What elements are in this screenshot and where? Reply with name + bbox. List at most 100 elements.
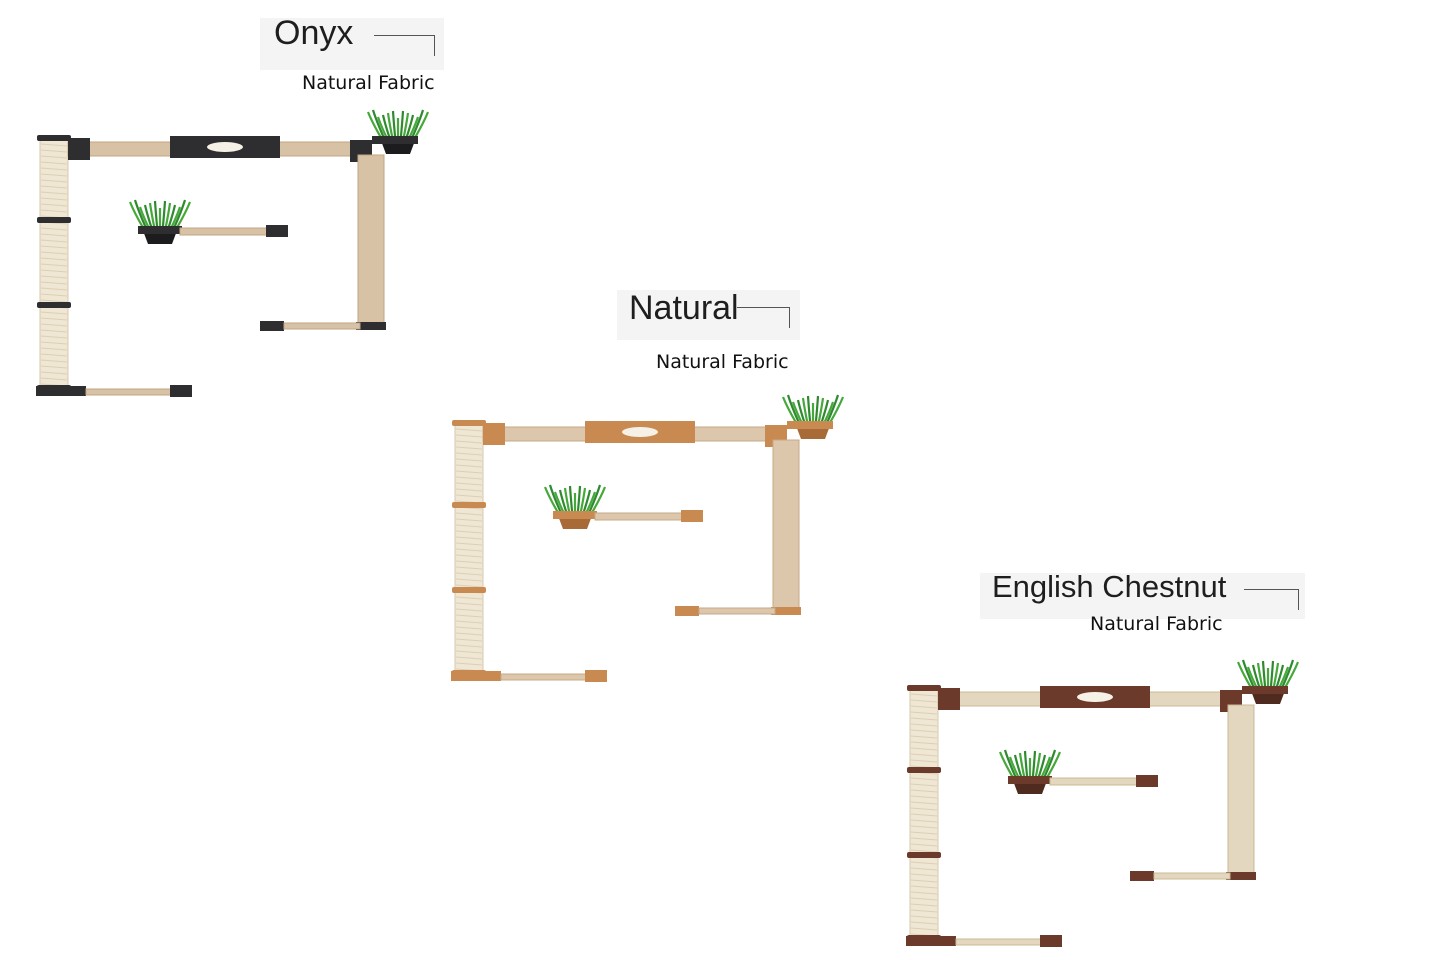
sisal-wrap [455, 446, 483, 450]
sisal-wrap [910, 699, 938, 703]
sisal-wrap [455, 548, 483, 552]
variant-title: Natural [629, 289, 739, 327]
sisal-wrap [40, 191, 68, 195]
sisal-wrap [40, 203, 68, 207]
grass-blade [1246, 666, 1258, 689]
label-background [617, 290, 800, 340]
grass-blade [1040, 756, 1052, 779]
grass-blade [582, 489, 592, 514]
sisal-wrap [455, 560, 483, 564]
platform-hole [1077, 692, 1113, 702]
grass-blade [576, 485, 582, 514]
sisal-wrap [40, 239, 68, 243]
sisal-wrap [40, 167, 68, 171]
sisal-wrap [40, 299, 68, 303]
sisal-wrap [40, 233, 68, 237]
planter-shelf [553, 511, 597, 519]
sisal-wrap [40, 185, 68, 189]
sisal-wrap [910, 801, 938, 805]
grass-blade [1256, 662, 1264, 689]
grass-planter [128, 199, 192, 244]
grass-blade [801, 397, 809, 424]
label-background [260, 18, 444, 70]
post-ring [452, 587, 486, 593]
sisal-wrap [455, 572, 483, 576]
sisal-wrap [40, 323, 68, 327]
sisal-wrap [455, 644, 483, 648]
variant-title: English Chestnut [992, 569, 1227, 604]
grass-planter [366, 109, 430, 154]
grass-blade [568, 485, 574, 514]
sisal-wrap [455, 656, 483, 660]
lower-bridge-fabric [698, 607, 776, 615]
variant-onyx: Onyx Natural Fabric [0, 0, 444, 440]
bridge-bracket [68, 138, 90, 160]
sisal-wrap [40, 251, 68, 255]
grass-blade [791, 401, 803, 424]
sisal-wrap [910, 909, 938, 913]
bracket [1136, 775, 1158, 787]
bracket [585, 670, 607, 682]
planter-shelf [372, 136, 418, 144]
grass-blade [781, 396, 798, 424]
sisal-wrap [910, 825, 938, 829]
grass-blade [1018, 752, 1026, 779]
sisal-wrap [910, 843, 938, 847]
grass-blade [817, 397, 825, 424]
bracket [260, 321, 284, 331]
grass-blade [381, 114, 391, 139]
sisal-wrap [40, 377, 68, 381]
planter-shelf [138, 226, 182, 234]
sisal-wrap [910, 849, 938, 853]
grass-blade [391, 110, 397, 139]
sisal-wrap [910, 795, 938, 799]
grass-blade [1275, 664, 1285, 689]
sisal-wrap [455, 476, 483, 480]
sisal-wrap [455, 428, 483, 432]
sisal-wrap [910, 813, 938, 817]
sisal-wrap [910, 807, 938, 811]
sisal-wrap [40, 209, 68, 213]
grass-blade [786, 394, 801, 424]
sisal-wrap [455, 602, 483, 606]
sisal-wrap [910, 837, 938, 841]
grass-planter [543, 484, 607, 529]
grass-blade [1236, 661, 1253, 689]
sisal-wrap [910, 927, 938, 931]
sisal-wrap [40, 173, 68, 177]
sisal-wrap [910, 777, 938, 781]
sisal-wrap [40, 335, 68, 339]
grass-blade [825, 394, 840, 424]
sisal-wrap [910, 705, 938, 709]
sisal-wrap [40, 365, 68, 369]
grass-blade [814, 395, 820, 424]
sisal-wrap [40, 359, 68, 363]
platform-hole [622, 427, 658, 437]
sisal-wrap [455, 464, 483, 468]
grass-blade [1037, 754, 1047, 779]
sisal-wrap [40, 197, 68, 201]
post-ring [37, 217, 71, 223]
sisal-wrap [910, 747, 938, 751]
planter-shelf [1242, 686, 1288, 694]
sisal-wrap [455, 650, 483, 654]
sisal-wrap [40, 143, 68, 147]
sisal-wrap [455, 458, 483, 462]
grass-blade [820, 399, 830, 424]
sisal-wrap [455, 626, 483, 630]
bracket [266, 225, 288, 237]
sisal-wrap [910, 861, 938, 865]
sisal-wrap [455, 596, 483, 600]
grass-blade [175, 201, 192, 229]
grass-blade [543, 486, 560, 514]
sisal-wrap [40, 341, 68, 345]
sisal-wrap [455, 554, 483, 558]
grass-blade [585, 491, 597, 514]
lower-bridge-fabric [283, 322, 361, 330]
grass-blade [167, 204, 177, 229]
planter-shelf [787, 421, 833, 429]
grass-blade [1261, 660, 1267, 689]
right-fabric-drop [1227, 704, 1255, 876]
grass-blade [408, 116, 420, 139]
planter-shelf [1008, 776, 1052, 784]
